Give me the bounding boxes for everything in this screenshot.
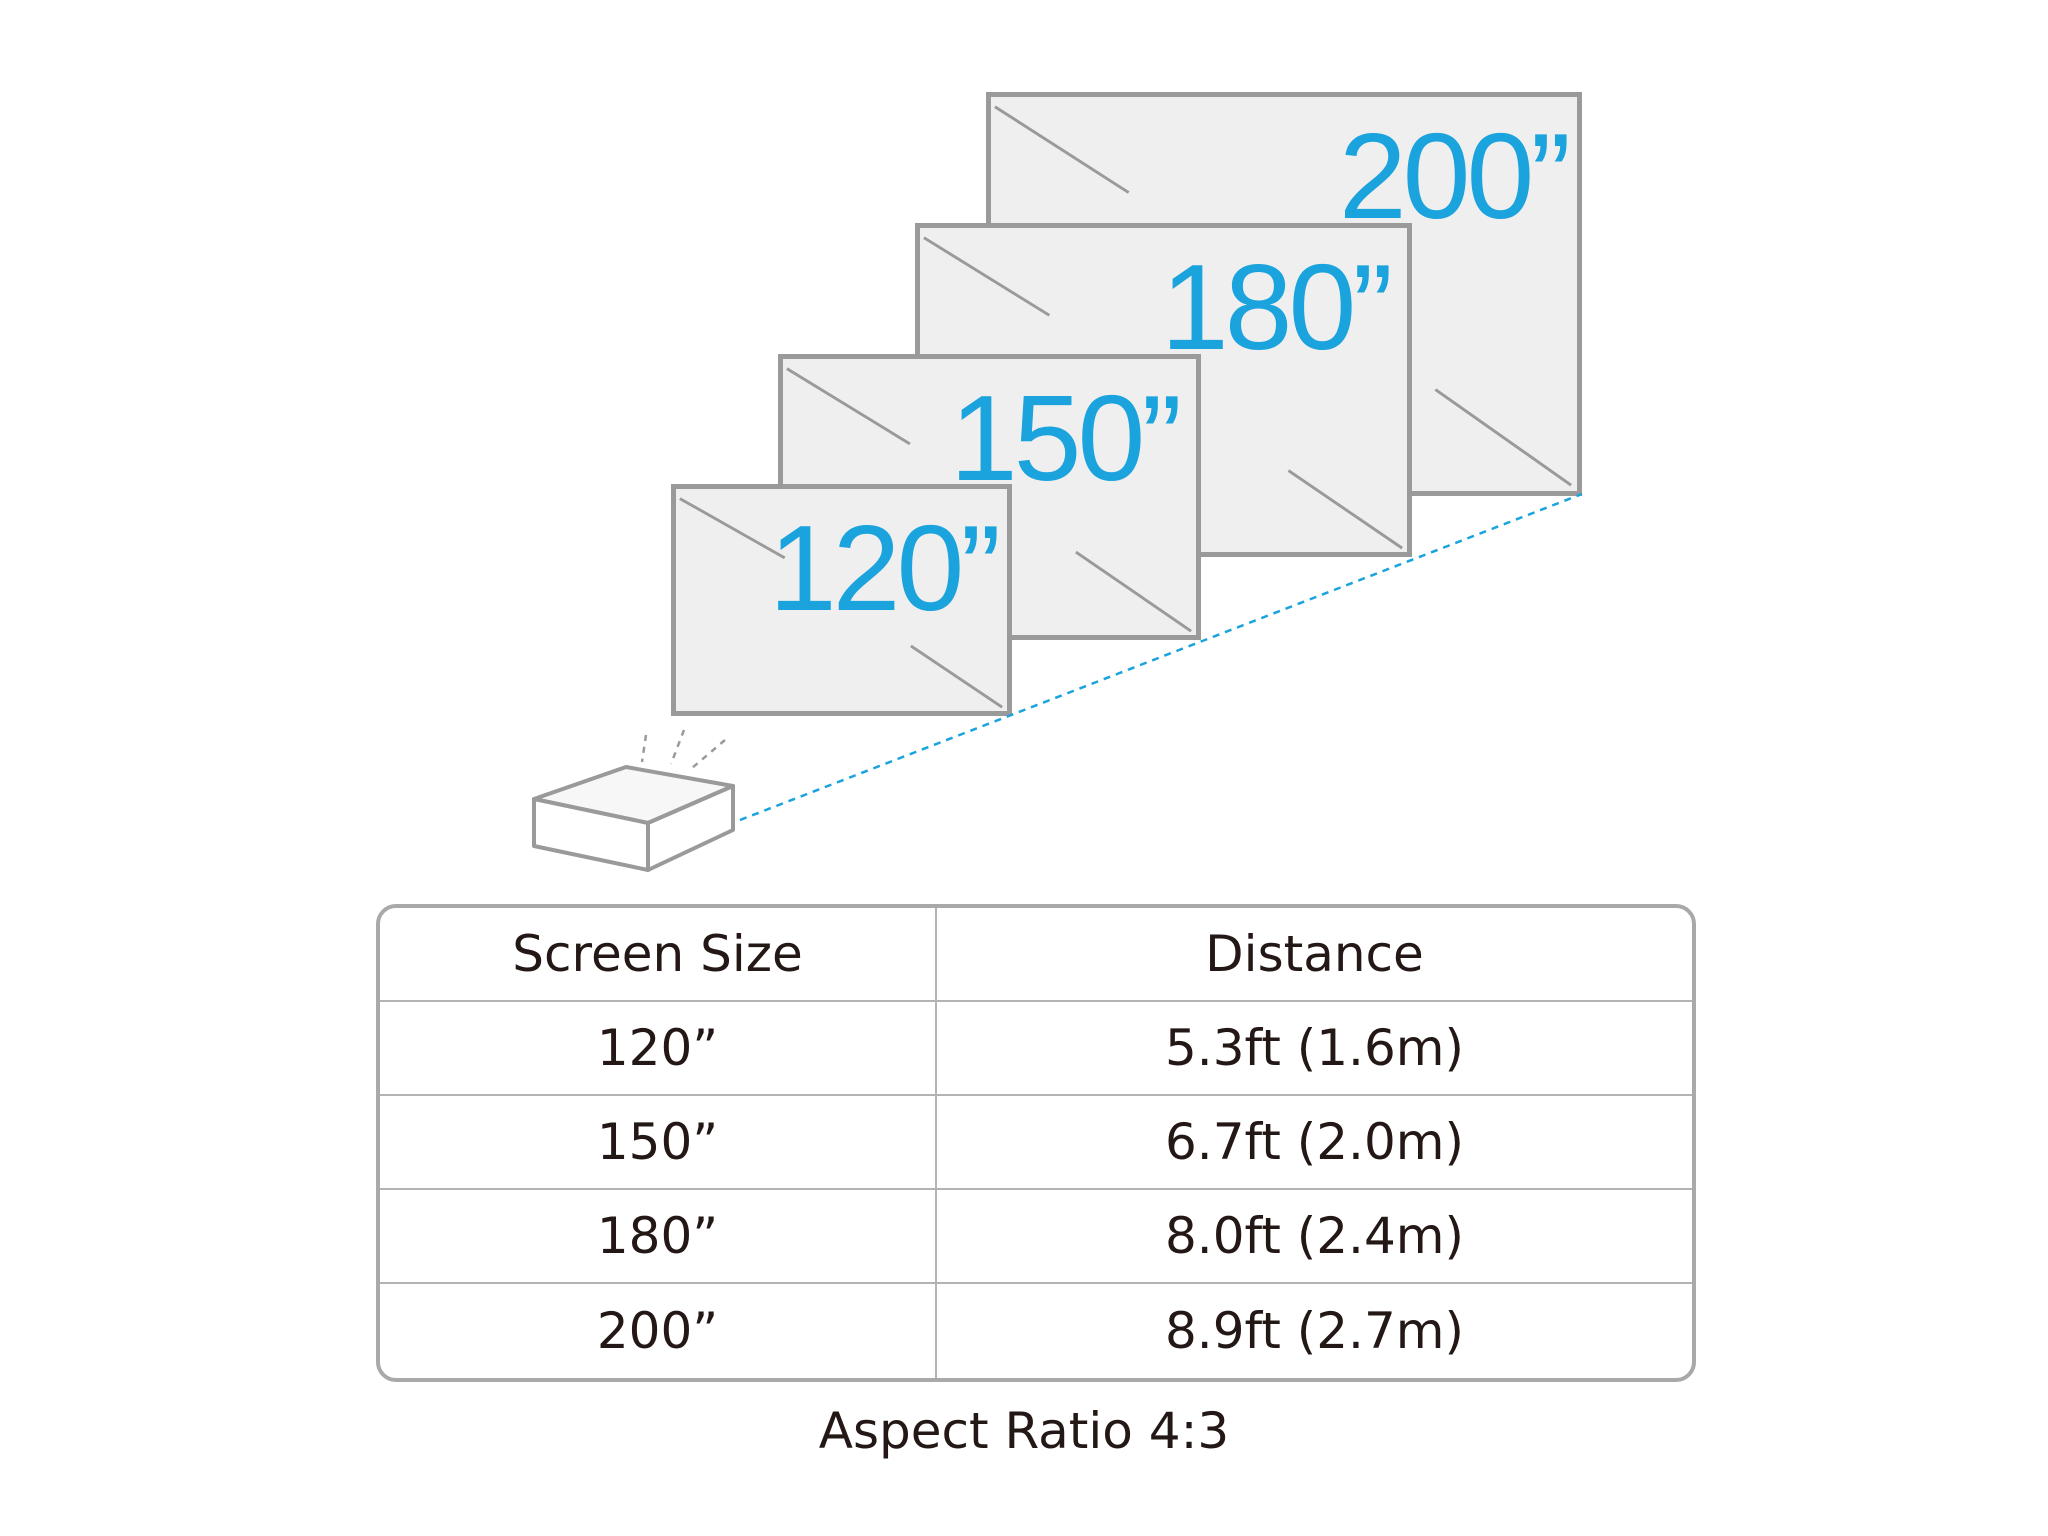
table-cell-screen-size: 200” bbox=[380, 1284, 937, 1378]
screen-120: 120” bbox=[671, 484, 1012, 716]
throw-distance-table: Screen Size Distance 120” 5.3ft (1.6m) 1… bbox=[376, 904, 1696, 1382]
light-rays bbox=[640, 729, 726, 769]
table-cell-screen-size: 150” bbox=[380, 1096, 937, 1190]
table-cell-distance: 8.9ft (2.7m) bbox=[1165, 1302, 1464, 1360]
table-header-distance: Distance bbox=[937, 908, 1692, 1002]
screen-size-label: 150” bbox=[949, 370, 1182, 506]
table-cell-distance: 5.3ft (1.6m) bbox=[937, 1002, 1692, 1096]
table-cell-distance: 6.7ft (2.0m) bbox=[937, 1096, 1692, 1190]
screen-200-glare bbox=[994, 105, 1572, 487]
table-header-screen-size: Screen Size bbox=[380, 908, 937, 1002]
table-cell-screen-size: 180” bbox=[380, 1190, 937, 1284]
screen-size-label: 120” bbox=[768, 500, 1001, 636]
projector-icon bbox=[532, 765, 735, 872]
aspect-ratio-caption: Aspect Ratio 4:3 bbox=[818, 1402, 1230, 1460]
table-cell-distance: 8.0ft (2.4m) bbox=[937, 1190, 1692, 1284]
screen-size-label: 200” bbox=[1338, 108, 1571, 244]
screen-size-label: 180” bbox=[1160, 239, 1393, 375]
table-cell-screen-size: 120” bbox=[380, 1002, 937, 1096]
